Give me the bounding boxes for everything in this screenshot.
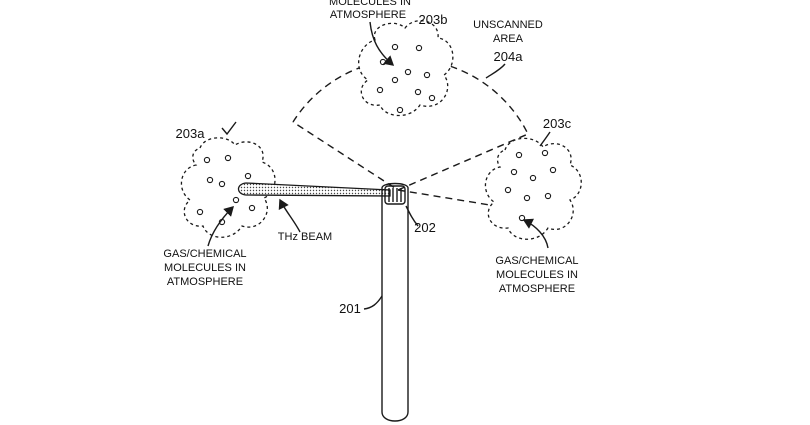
label-unscanned-line1: UNSCANNED bbox=[473, 19, 543, 31]
leader-204a bbox=[485, 63, 506, 79]
leader-left-molecules bbox=[207, 206, 234, 247]
leader-right-molecules bbox=[522, 218, 549, 249]
ref-203c: 203c bbox=[543, 116, 572, 131]
label-left-gas-line1: GAS/CHEMICAL bbox=[163, 248, 246, 260]
label-right-gas-line1: GAS/CHEMICAL bbox=[495, 255, 578, 267]
gas-cloud-203c bbox=[484, 137, 582, 240]
leader-201 bbox=[363, 295, 383, 310]
label-top-molecules-line2: ATMOSPHERE bbox=[330, 9, 406, 21]
unscanned-area-lower-boundary bbox=[397, 189, 491, 206]
thz-beam bbox=[237, 182, 391, 197]
check-icon bbox=[221, 121, 237, 136]
leader-top-molecules bbox=[369, 21, 395, 66]
label-top-molecules-line1: MOLECULES IN bbox=[329, 0, 411, 8]
leader-thz-beam bbox=[278, 198, 301, 233]
emitter-202 bbox=[384, 185, 406, 205]
label-right-gas-line3: ATMOSPHERE bbox=[499, 283, 575, 295]
label-left-gas-line2: MOLECULES IN bbox=[164, 262, 246, 274]
label-unscanned-line2: AREA bbox=[493, 33, 524, 45]
ref-201: 201 bbox=[339, 301, 361, 316]
leader-202 bbox=[405, 205, 419, 227]
leader-203c bbox=[539, 131, 551, 147]
label-left-gas-line3: ATMOSPHERE bbox=[167, 276, 243, 288]
ref-202: 202 bbox=[414, 220, 436, 235]
label-thz-beam: THz BEAM bbox=[278, 231, 332, 243]
gas-cloud-203b bbox=[358, 20, 454, 117]
ref-203b: 203b bbox=[419, 12, 448, 27]
label-right-gas-line2: MOLECULES IN bbox=[496, 269, 578, 281]
gas-cloud-203a bbox=[180, 137, 276, 238]
device-201-body bbox=[381, 182, 409, 422]
ref-203a: 203a bbox=[176, 126, 206, 141]
ref-204a: 204a bbox=[494, 49, 524, 64]
